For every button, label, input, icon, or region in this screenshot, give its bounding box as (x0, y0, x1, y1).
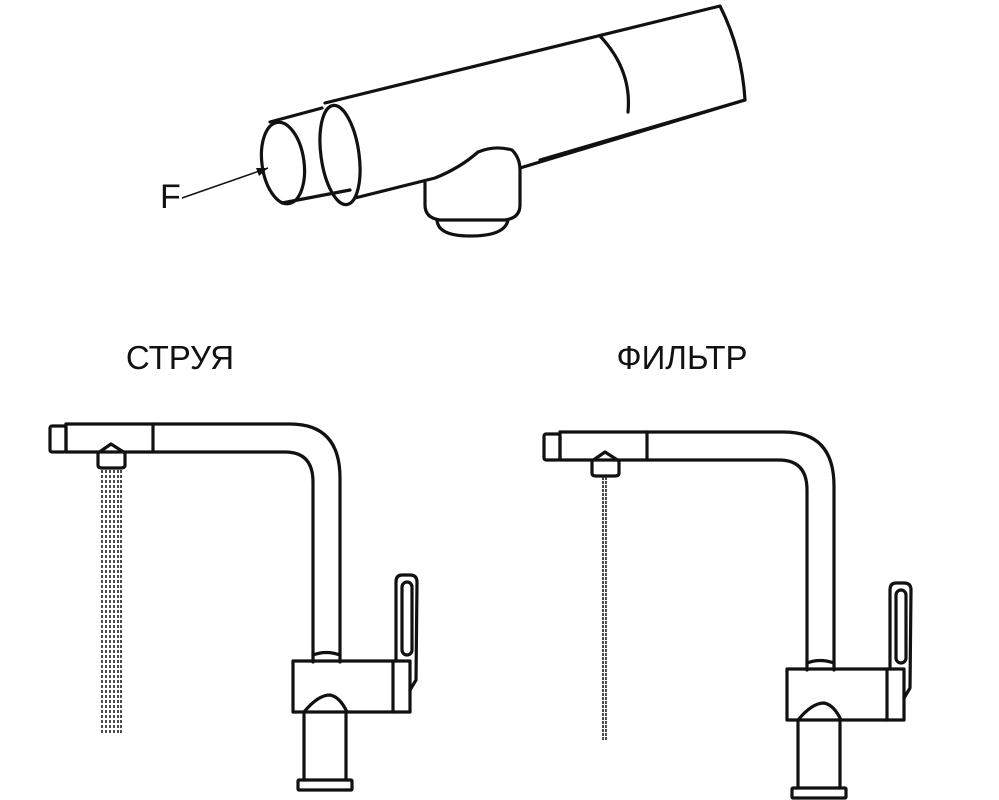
filter-outlet-face (259, 120, 307, 206)
mode-label-jet: СТРУЯ (126, 339, 234, 376)
jet-stream (101, 470, 122, 735)
spout-head-closeup: F (160, 4, 747, 238)
arrow-icon (256, 168, 268, 176)
faucet-filter-mode: ФИЛЬТР (542, 339, 913, 800)
outlet-label-f: F (160, 178, 181, 216)
mode-label-filter: ФИЛЬТР (617, 339, 748, 376)
filter-stream (602, 477, 607, 740)
faucet-jet-mode: СТРУЯ (48, 339, 419, 792)
